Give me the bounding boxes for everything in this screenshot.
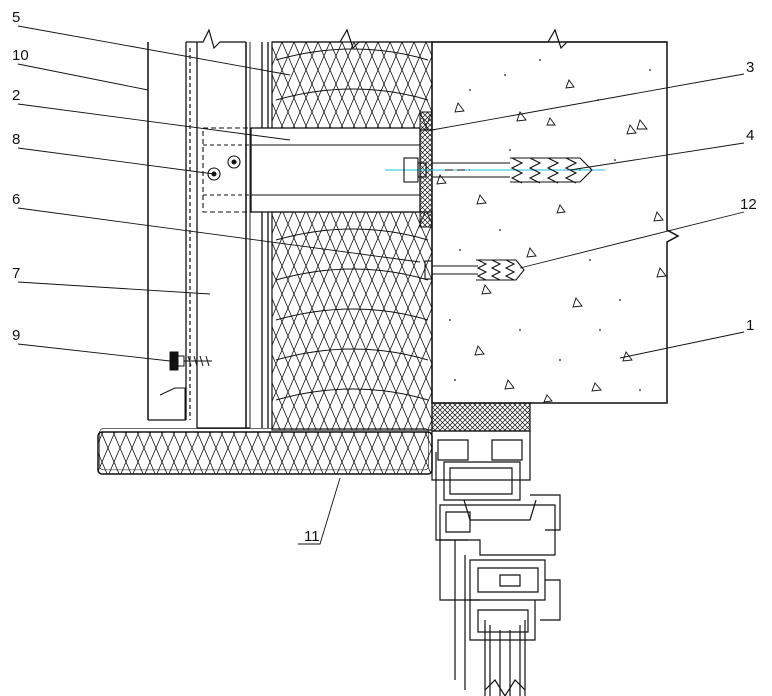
sill-insulation-board <box>97 428 433 475</box>
rivet-fasteners <box>207 155 241 181</box>
callout-9: 9 <box>12 327 20 344</box>
callout-4: 4 <box>746 127 754 144</box>
callout-7: 7 <box>12 265 20 282</box>
callout-leader-lines <box>17 25 745 545</box>
anchor-dowel <box>385 157 605 184</box>
insulation-dowel <box>424 259 525 281</box>
callout-5: 5 <box>12 9 20 26</box>
self-tapping-screw <box>159 351 212 420</box>
callout-1: 1 <box>746 317 754 334</box>
callout-8: 8 <box>12 131 20 148</box>
callout-labels: 5 10 2 8 6 7 9 11 3 4 12 1 <box>12 9 757 545</box>
concrete-aggregate-marks <box>436 79 667 403</box>
pvc-window-frame <box>431 430 561 696</box>
window-seal-strip <box>431 402 531 432</box>
callout-6: 6 <box>12 191 20 208</box>
callout-3: 3 <box>746 59 754 76</box>
concrete-wall <box>431 41 680 404</box>
callout-2: 2 <box>12 87 20 104</box>
vertical-guide-profile <box>196 42 269 429</box>
callout-12: 12 <box>740 196 757 213</box>
mineral-wool-insulation <box>271 41 433 431</box>
callout-10: 10 <box>12 47 29 64</box>
callout-11: 11 <box>304 528 320 545</box>
